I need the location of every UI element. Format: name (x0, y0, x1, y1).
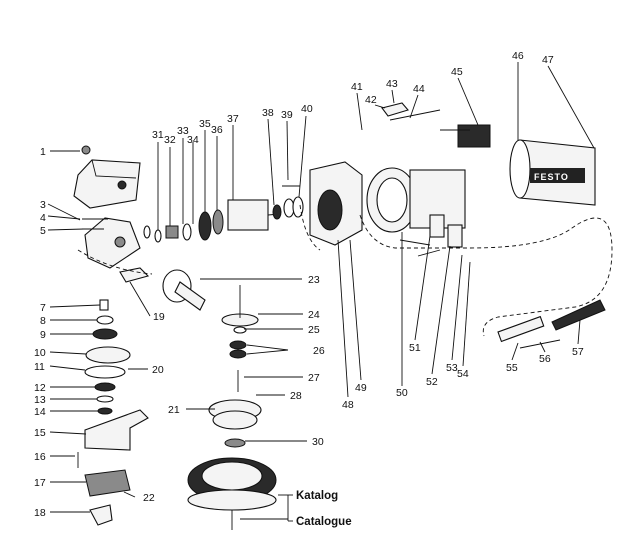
part-label-25: 25 (308, 324, 320, 336)
part-label-48: 48 (342, 399, 354, 411)
part-label-53: 53 (446, 362, 458, 374)
part-label-20: 20 (152, 364, 164, 376)
part-label-21: 21 (168, 404, 180, 416)
part-label-9: 9 (40, 329, 46, 341)
part-label-11: 11 (34, 361, 45, 373)
part-label-39: 39 (281, 109, 293, 121)
part-label-37: 37 (227, 113, 239, 125)
part-label-51: 51 (409, 342, 421, 354)
part-label-47: 47 (542, 54, 554, 66)
part-label-34: 34 (187, 134, 199, 146)
part-label-35: 35 (199, 118, 211, 130)
part-label-49: 49 (355, 382, 367, 394)
part-label-3: 3 (40, 199, 46, 211)
catalog-label-fr: Catalogue (296, 516, 352, 528)
part-label-22: 22 (143, 492, 155, 504)
part-label-4: 4 (40, 212, 46, 224)
part-label-27: 27 (308, 372, 320, 384)
part-label-14: 14 (34, 406, 46, 418)
part-label-36: 36 (211, 124, 223, 136)
part-label-28: 28 (290, 390, 302, 402)
part-label-38: 38 (262, 107, 274, 119)
part-label-43: 43 (386, 78, 398, 90)
part-label-40: 40 (301, 103, 313, 115)
part-label-52: 52 (426, 376, 438, 388)
part-label-24: 24 (308, 309, 320, 321)
part-label-41: 41 (351, 81, 363, 93)
part-label-44: 44 (413, 83, 425, 95)
part-label-19: 19 (153, 311, 165, 323)
part-label-32: 32 (164, 134, 176, 146)
part-label-55: 55 (506, 362, 518, 374)
part-label-54: 54 (457, 368, 469, 380)
part-label-13: 13 (34, 394, 46, 406)
part-label-33: 33 (177, 125, 189, 137)
part-label-50: 50 (396, 387, 408, 399)
part-label-31: 31 (152, 129, 164, 141)
part-label-42: 42 (365, 94, 377, 106)
part-label-30: 30 (312, 436, 324, 448)
part-label-5: 5 (40, 225, 46, 237)
part-label-10: 10 (34, 347, 46, 359)
part-label-26: 26 (313, 345, 325, 357)
part-number-labels: 1 3 4 5 7 8 9 10 11 12 13 14 15 16 17 18… (34, 50, 584, 519)
part-label-17: 17 (34, 477, 46, 489)
part-label-1: 1 (40, 146, 46, 158)
part-label-45: 45 (451, 66, 463, 78)
part-label-23: 23 (308, 274, 320, 286)
leader-lines (47, 62, 613, 522)
catalog-label-de: Katalog (296, 490, 338, 502)
part-label-15: 15 (34, 427, 46, 439)
part-label-12: 12 (34, 382, 46, 394)
brand-label: FESTO (534, 172, 569, 182)
part-label-16: 16 (34, 451, 46, 463)
part-label-18: 18 (34, 507, 46, 519)
part-label-7: 7 (40, 302, 46, 314)
part-label-8: 8 (40, 315, 46, 327)
part-label-46: 46 (512, 50, 524, 62)
part-label-56: 56 (539, 353, 551, 365)
part-label-57: 57 (572, 346, 584, 358)
part-drawings: FESTO (73, 102, 606, 530)
